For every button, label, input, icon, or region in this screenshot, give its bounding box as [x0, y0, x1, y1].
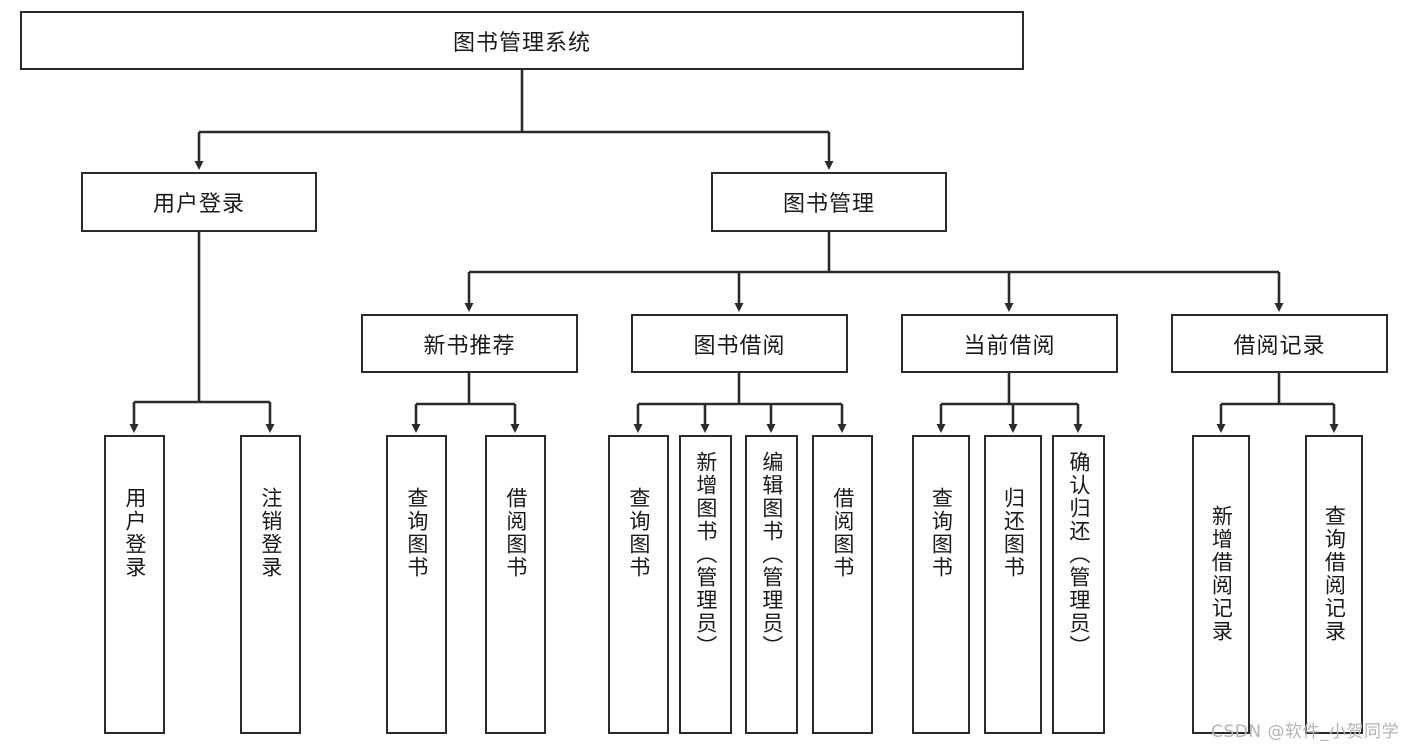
node-leaf-add-borrow-record[interactable]: 新增借阅记录: [1192, 435, 1250, 734]
node-book-borrow[interactable]: 图书借阅: [631, 314, 848, 373]
leaf-label: 归还图书: [1001, 487, 1026, 579]
node-leaf-query-borrow-record[interactable]: 查询借阅记录: [1305, 435, 1363, 734]
node-leaf-return-book[interactable]: 归还图书: [984, 435, 1042, 734]
node-leaf-user-login[interactable]: 用户登录: [104, 435, 165, 734]
leaf-label: 查询图书: [929, 487, 954, 579]
leaf-label: 新增图书（管理员）: [693, 451, 718, 658]
node-new-book-recommend[interactable]: 新书推荐: [361, 314, 578, 373]
leaf-label: 注销登录: [258, 487, 283, 579]
csdn-watermark: CSDN @软件_小贺同学: [1211, 722, 1399, 742]
node-leaf-confirm-return-admin[interactable]: 确认归还（管理员）: [1052, 435, 1105, 734]
leaf-label: 借阅图书: [830, 487, 855, 579]
leaf-label: 新增借阅记录: [1209, 505, 1234, 643]
leaf-label: 查询借阅记录: [1322, 505, 1347, 643]
node-user-login[interactable]: 用户登录: [81, 172, 317, 232]
node-leaf-query-book-recommend[interactable]: 查询图书: [386, 435, 447, 734]
leaf-label: 借阅图书: [503, 487, 528, 579]
node-leaf-borrow-book[interactable]: 借阅图书: [812, 435, 873, 734]
leaf-label: 查询图书: [626, 487, 651, 579]
node-leaf-add-book-admin[interactable]: 新增图书（管理员）: [679, 435, 732, 734]
node-leaf-query-book-current[interactable]: 查询图书: [912, 435, 970, 734]
leaf-label: 查询图书: [404, 487, 429, 579]
node-current-borrow[interactable]: 当前借阅: [901, 314, 1118, 373]
node-root-system[interactable]: 图书管理系统: [20, 11, 1024, 70]
node-leaf-edit-book-admin[interactable]: 编辑图书（管理员）: [745, 435, 798, 734]
leaf-label: 确认归还（管理员）: [1066, 451, 1091, 658]
node-leaf-query-book-borrow[interactable]: 查询图书: [608, 435, 669, 734]
leaf-label: 用户登录: [122, 487, 147, 579]
node-leaf-logout-login[interactable]: 注销登录: [240, 435, 301, 734]
node-borrow-record[interactable]: 借阅记录: [1171, 314, 1388, 373]
node-book-manage[interactable]: 图书管理: [711, 172, 947, 232]
node-leaf-borrow-book-recommend[interactable]: 借阅图书: [485, 435, 546, 734]
leaf-label: 编辑图书（管理员）: [759, 451, 784, 658]
